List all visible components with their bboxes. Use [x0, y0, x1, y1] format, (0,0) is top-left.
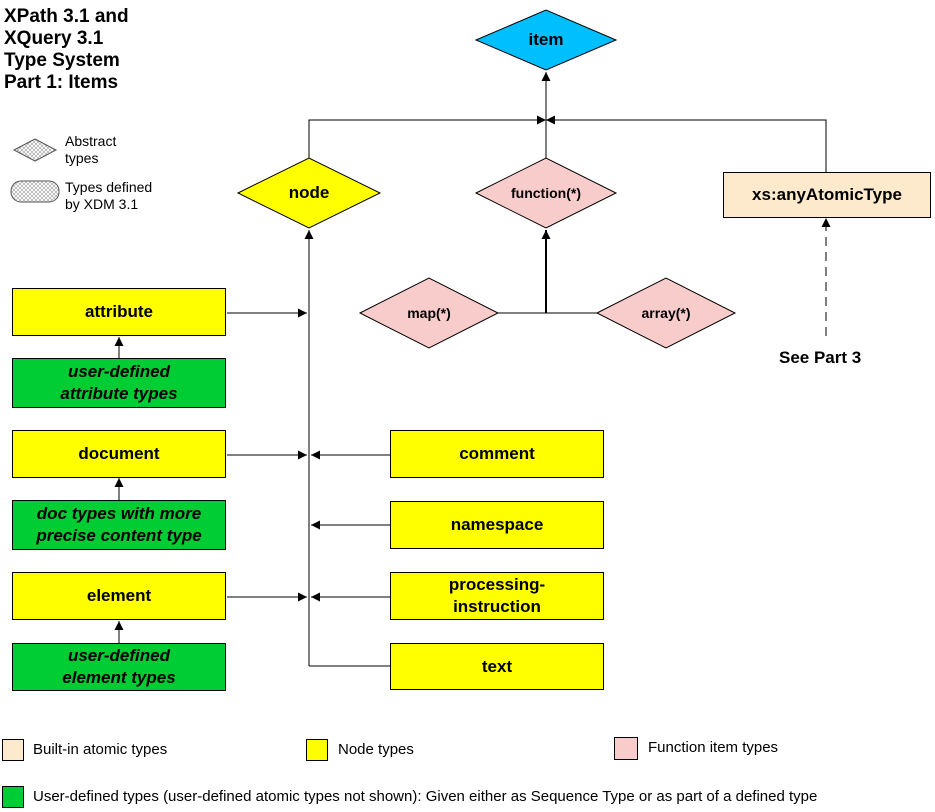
page-title: XPath 3.1 and XQuery 3.1 Type System Par…	[4, 6, 204, 94]
attribute-box: attribute	[12, 288, 226, 336]
legend-node-label: Node types	[338, 741, 414, 758]
array-label: array(*)	[641, 305, 691, 321]
document-box: document	[12, 430, 226, 478]
xdm-symbol	[10, 180, 60, 203]
user-defined-attribute-types-box: user-defined attribute types	[12, 358, 226, 408]
title-line-4: Part 1: Items	[4, 72, 119, 93]
node-diamond	[236, 157, 382, 229]
user-defined-element-types-box: user-defined element types	[12, 643, 226, 691]
legend-node-swatch	[306, 739, 328, 761]
abstract-symbol	[12, 138, 58, 162]
see-part-3-label: See Part 3	[779, 348, 862, 367]
text-box: text	[390, 643, 604, 690]
function-label: function(*)	[511, 185, 581, 201]
title-line-1: XPath 3.1 and	[4, 6, 129, 27]
node-label: node	[288, 183, 330, 202]
function-diamond	[474, 157, 618, 229]
legend-builtin-swatch	[2, 739, 24, 761]
atomic-to-item-connector	[546, 115, 827, 172]
comment-box: comment	[390, 430, 604, 478]
processing-instruction-box: processing- instruction	[390, 572, 604, 620]
legend-user-swatch	[2, 786, 24, 808]
legend-user-label: User-defined types (user-defined atomic …	[33, 788, 818, 805]
xdm-types-label: Types defined by XDM 3.1	[65, 179, 153, 212]
item-diamond	[474, 9, 618, 71]
legend-function-swatch	[614, 737, 638, 760]
abstract-types-label: Abstract types	[65, 133, 117, 166]
namespace-box: namespace	[390, 501, 604, 549]
legend-builtin-label: Built-in atomic types	[33, 741, 168, 758]
doc-types-box: doc types with more precise content type	[12, 500, 226, 550]
legend-function-label: Function item types	[648, 739, 779, 756]
map-label: map(*)	[407, 305, 451, 321]
title-line-2: XQuery 3.1	[4, 28, 104, 49]
title-line-3: Type System	[4, 50, 120, 71]
item-label: item	[528, 30, 564, 49]
array-diamond	[595, 277, 737, 349]
node-to-item-connector	[308, 115, 546, 162]
element-box: element	[12, 572, 226, 620]
any-atomic-type-box: xs:anyAtomicType	[723, 172, 931, 218]
